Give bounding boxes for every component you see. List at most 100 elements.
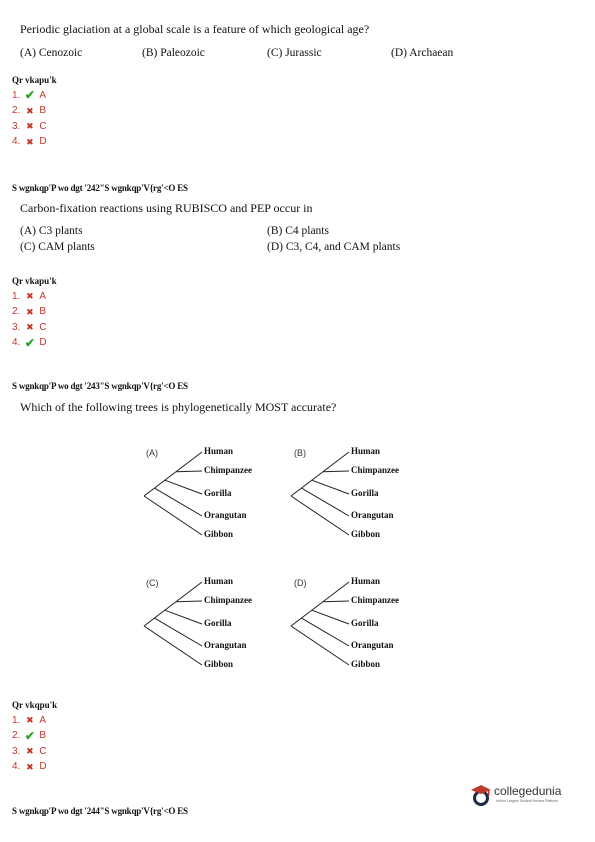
q2-option-c: (C) CAM plants — [20, 241, 95, 253]
answer-number: 3. — [12, 745, 21, 757]
branch-line — [290, 581, 350, 627]
answer-letter: A — [39, 89, 47, 101]
graduate-cap-icon — [471, 785, 491, 806]
answer-letter: B — [39, 730, 47, 741]
q2-text: Carbon-fixation reactions using RUBISCO … — [20, 201, 313, 215]
answer-number: 4. — [12, 136, 21, 147]
q1-option-c: (C) Jurassic — [267, 47, 322, 59]
tree-branches — [290, 451, 350, 536]
answer-row: 2.✔ B — [12, 730, 46, 742]
answer-number: 2. — [12, 730, 21, 741]
q3-text: Which of the following trees is phylogen… — [20, 400, 337, 414]
answer-row: 4.✖D — [12, 136, 47, 148]
branch-line — [322, 470, 350, 473]
check-icon: ✔ — [24, 728, 35, 743]
answer-letter: C — [39, 745, 47, 757]
branch-line — [143, 451, 203, 497]
cross-icon: ✖ — [26, 322, 34, 332]
tree-branches — [143, 581, 203, 666]
cross-icon: ✖ — [26, 121, 34, 131]
taxon-label: Gorilla — [351, 488, 379, 498]
cross-icon: ✖ — [26, 105, 34, 116]
answer-row: 1.✖A — [12, 714, 46, 726]
branch-line — [311, 609, 350, 625]
taxon-label: Chimpanzee — [351, 595, 399, 605]
answer-number: 3. — [12, 321, 21, 333]
taxon-label: Orangutan — [204, 510, 247, 520]
answer-number: 4. — [12, 761, 21, 772]
tree-letter: (D) — [294, 578, 307, 588]
branch-line — [301, 487, 350, 517]
taxon-label: Gibbon — [351, 529, 381, 539]
tree-branches — [143, 451, 203, 536]
logo-text: collegedunia — [494, 784, 562, 798]
branch-line — [164, 479, 203, 495]
q2-answer-label: Qr vkapu'k — [12, 276, 57, 286]
branch-line — [290, 451, 350, 497]
cross-icon: ✖ — [26, 746, 34, 756]
branch-line — [175, 600, 203, 603]
answer-number: 1. — [12, 290, 21, 302]
branch-line — [290, 625, 350, 666]
branch-line — [322, 600, 350, 603]
logo-tagline: India's Largest Student Review Platform — [496, 799, 559, 803]
q1-answer-label: Qr vkapu'k — [12, 75, 57, 85]
q1-option-d: (D) Archaean — [391, 47, 454, 59]
answer-row: 1.✔ A — [12, 89, 46, 101]
taxon-label: Chimpanzee — [204, 465, 252, 475]
taxon-label: Human — [351, 446, 381, 456]
taxon-label: Gibbon — [351, 659, 381, 669]
taxon-label: Gorilla — [204, 488, 232, 498]
q1-option-a: (A) Cenozoic — [20, 47, 83, 59]
tree-letter: (A) — [146, 448, 158, 458]
answer-row: 1.✖A — [12, 290, 46, 302]
answer-letter: B — [39, 306, 47, 317]
cross-icon: ✖ — [26, 306, 34, 317]
q1-text: Periodic glaciation at a global scale is… — [20, 22, 370, 36]
taxon-label: Human — [204, 446, 234, 456]
taxon-label: Chimpanzee — [204, 595, 252, 605]
answer-number: 2. — [12, 105, 21, 116]
answer-row: 3. ✖ C — [12, 745, 47, 757]
answer-number: 4. — [12, 337, 21, 348]
taxon-label: Human — [204, 576, 234, 586]
taxon-label: Gorilla — [351, 618, 379, 628]
branch-line — [154, 487, 203, 517]
taxon-label: Gibbon — [204, 529, 234, 539]
taxon-label: Gorilla — [204, 618, 232, 628]
answer-letter: D — [39, 761, 47, 772]
answer-row: 3. ✖ C — [12, 321, 47, 333]
q2-option-d: (D) C3, C4, and CAM plants — [267, 241, 401, 253]
tree-branches — [290, 581, 350, 666]
answer-letter: C — [39, 321, 47, 333]
taxon-label: Human — [351, 576, 381, 586]
answer-row: 2.✖B — [12, 306, 46, 318]
answer-letter: A — [39, 714, 47, 726]
taxon-label: Orangutan — [351, 510, 394, 520]
q2-option-b: (B) C4 plants — [267, 225, 329, 237]
branch-line — [311, 479, 350, 495]
q3-header: S wgnkqp'P wo dgt '243"S wgnkqp'V{rg'<O … — [12, 381, 188, 391]
cross-icon: ✖ — [26, 715, 34, 725]
answer-row: 4.✔ D — [12, 337, 47, 349]
branch-line — [175, 470, 203, 473]
taxon-label: Orangutan — [351, 640, 394, 650]
answer-row: 3.✖C — [12, 120, 47, 132]
q2-header: S wgnkqp'P wo dgt '242"S wgnkqp'V{rg'<O … — [12, 183, 188, 193]
check-icon: ✔ — [24, 88, 35, 102]
answer-row: 2.✖B — [12, 105, 46, 117]
q3-answer-label: Qr vkqpu'k — [12, 700, 58, 710]
check-icon: ✔ — [24, 335, 35, 350]
cross-icon: ✖ — [26, 761, 34, 772]
answer-letter: D — [39, 337, 47, 348]
answer-number: 1. — [12, 89, 21, 101]
tree-letter: (B) — [294, 448, 306, 458]
cross-icon: ✖ — [26, 291, 34, 301]
tree-letter: (C) — [146, 578, 159, 588]
collegedunia-logo: collegedunia India's Largest Student Rev… — [470, 782, 580, 812]
answer-number: 3. — [12, 120, 21, 132]
branch-line — [301, 617, 350, 647]
